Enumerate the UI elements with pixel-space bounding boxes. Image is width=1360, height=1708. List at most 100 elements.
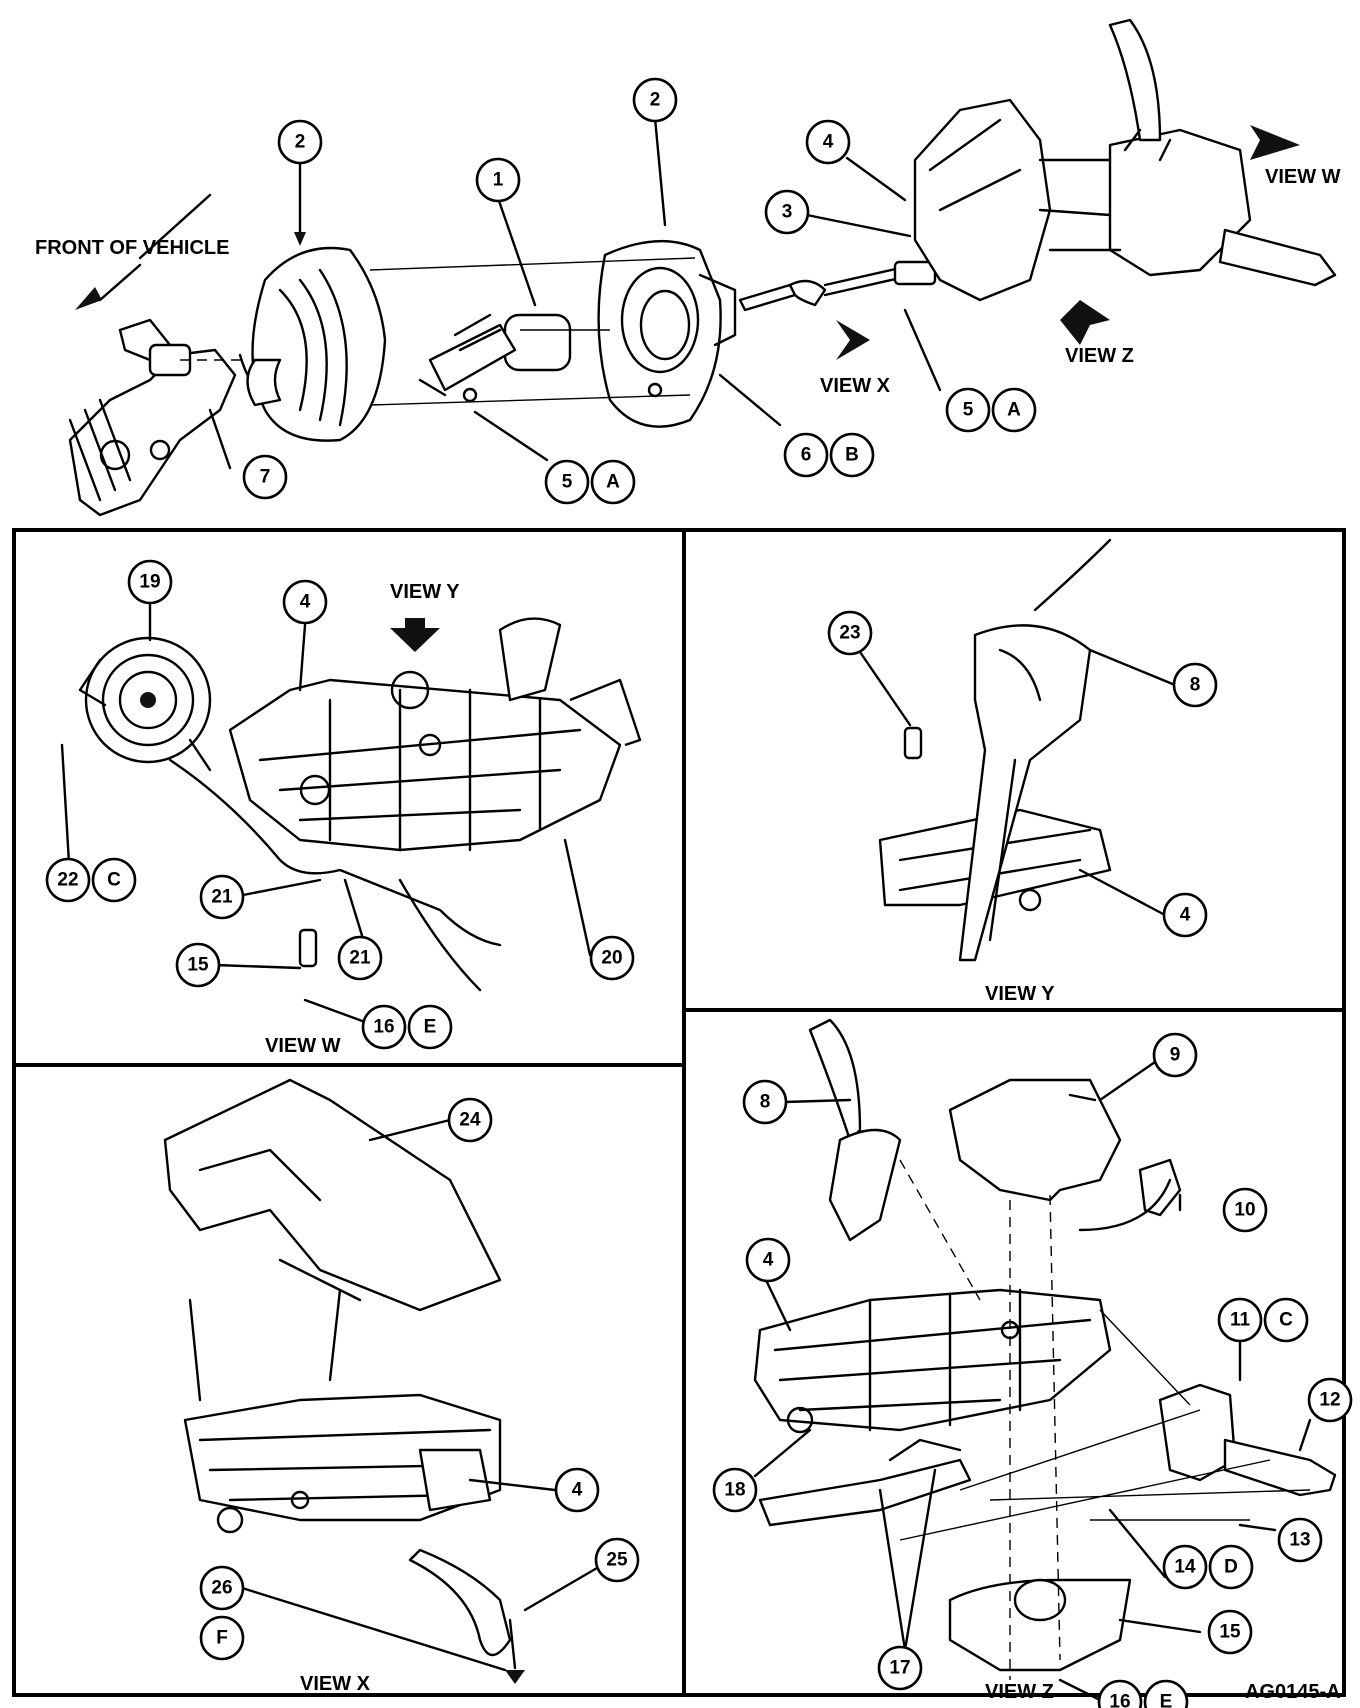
view-x-caption: VIEW X [300, 1673, 371, 1695]
column-housing-upper [913, 18, 1337, 302]
callout-4: 4 [282, 579, 328, 625]
callout-25: 25 [594, 1537, 640, 1583]
callout-number: 13 [1289, 1530, 1310, 1551]
view-y-caption: VIEW Y [985, 983, 1055, 1005]
callout-26: 26F [199, 1565, 245, 1661]
callout-4: 4 [554, 1467, 600, 1513]
callout-number: 4 [823, 132, 834, 153]
view-z-panel: VIEW Z AG0145-A [753, 1018, 1341, 1703]
callout-number: 4 [300, 592, 311, 613]
wiring-17 [758, 1438, 972, 1527]
callout-16: 16 E [1097, 1679, 1189, 1708]
callout-number: 6 [801, 445, 812, 466]
view-y-arrow [390, 618, 440, 652]
callout-1: 1 [475, 157, 521, 203]
callout-19: 19 [127, 559, 173, 605]
view-arrows [75, 125, 1300, 360]
front-arrow-head [75, 287, 102, 310]
overview-exploded-view: FRONT OF VEHICLE VIEW W VIEW X VIEW Z [35, 18, 1341, 517]
column-assembly-w [168, 617, 642, 992]
view-y-ref: VIEW Y [390, 581, 460, 603]
view-x-panel: VIEW X [163, 1078, 599, 1695]
callout-ref-letter: B [845, 445, 859, 466]
callout-12: 12 [1307, 1377, 1353, 1423]
view-z-arrow [1060, 300, 1110, 345]
clockspring [78, 636, 212, 772]
callout-15: 15 [1207, 1609, 1253, 1655]
callout-number: 23 [839, 623, 860, 644]
callout-4: 4 [745, 1237, 791, 1283]
callout-number: 22 [57, 870, 78, 891]
steering-column-y [878, 538, 1112, 962]
callout-number: 5 [963, 400, 974, 421]
callout-17: 17 [877, 1645, 923, 1691]
view-w-panel: VIEW Y VIEW W [60, 581, 642, 1057]
callout-ref-letter: D [1224, 1557, 1238, 1578]
callout-ref-letter: C [107, 870, 121, 891]
callout-number: 18 [724, 1480, 745, 1501]
callout-number: 8 [760, 1092, 771, 1113]
callout-number: 4 [572, 1480, 583, 1501]
view-w-arrow [1250, 125, 1300, 160]
callout-ref-letter: E [424, 1017, 437, 1038]
callout-24: 24 [447, 1097, 493, 1143]
callout-ref-letter: C [1279, 1310, 1293, 1331]
view-x-arrow [836, 320, 870, 360]
callout-number: 16 [1109, 1692, 1130, 1708]
view-y-panel: VIEW Y [858, 538, 1177, 1005]
callout-number: 19 [139, 572, 160, 593]
callout-number: 20 [601, 948, 622, 969]
callout-4: 4 [1162, 892, 1208, 938]
lower-shroud-right [597, 239, 737, 428]
callout-number: 15 [187, 955, 209, 976]
callout-number: 7 [260, 467, 271, 488]
front-of-vehicle-label: FRONT OF VEHICLE [35, 237, 229, 259]
callout-22: 22 C [45, 857, 137, 903]
callout-15: 15 [175, 942, 221, 988]
upper-shroud-9 [948, 1078, 1122, 1202]
view-w-caption: VIEW W [265, 1035, 341, 1057]
callout-number: 16 [373, 1017, 394, 1038]
callout-number: 9 [1170, 1045, 1181, 1066]
callout-7: 7 [242, 454, 288, 500]
callout-number: 5 [562, 472, 573, 493]
callout-16: 16 E [361, 1004, 453, 1050]
lower-shroud-left [238, 246, 387, 442]
view-w-ref: VIEW W [1265, 166, 1341, 188]
front-arrow-line [138, 193, 212, 260]
callout-number: 24 [459, 1110, 481, 1131]
callout-number: 11 [1230, 1310, 1251, 1331]
callout-8: 8 [742, 1079, 788, 1125]
callout-ref-letter: F [216, 1628, 228, 1649]
callout-8: 8 [1172, 662, 1218, 708]
callout-number: 4 [1180, 905, 1191, 926]
callout-21: 21 [199, 874, 245, 920]
callout-number: 2 [295, 132, 306, 153]
column-assembly-z [753, 1288, 1112, 1434]
callout-23: 23 [827, 610, 873, 656]
ignition-switch [418, 313, 572, 403]
callout-number: 12 [1319, 1390, 1340, 1411]
figure-id: AG0145-A [1245, 1681, 1341, 1703]
callout-number: 15 [1219, 1622, 1241, 1643]
callout-ref-letter: A [1007, 400, 1021, 421]
callout-ref-letter: E [1160, 1692, 1173, 1708]
callout-20: 20 [589, 935, 635, 981]
steering-gear-assembly [68, 318, 245, 517]
multifunction-lever-8 [808, 1018, 902, 1242]
callout-number: 26 [211, 1578, 232, 1599]
callout-10: 10 [1222, 1187, 1268, 1233]
callout-number: 21 [211, 887, 233, 908]
callout-2: 2 [632, 77, 678, 123]
callout-21: 21 [337, 935, 383, 981]
view-x-ref: VIEW X [820, 375, 891, 397]
column-shaft [738, 260, 937, 312]
callout-number: 21 [349, 948, 371, 969]
callout-number: 2 [650, 90, 661, 111]
view-z-ref: VIEW Z [1065, 345, 1134, 367]
